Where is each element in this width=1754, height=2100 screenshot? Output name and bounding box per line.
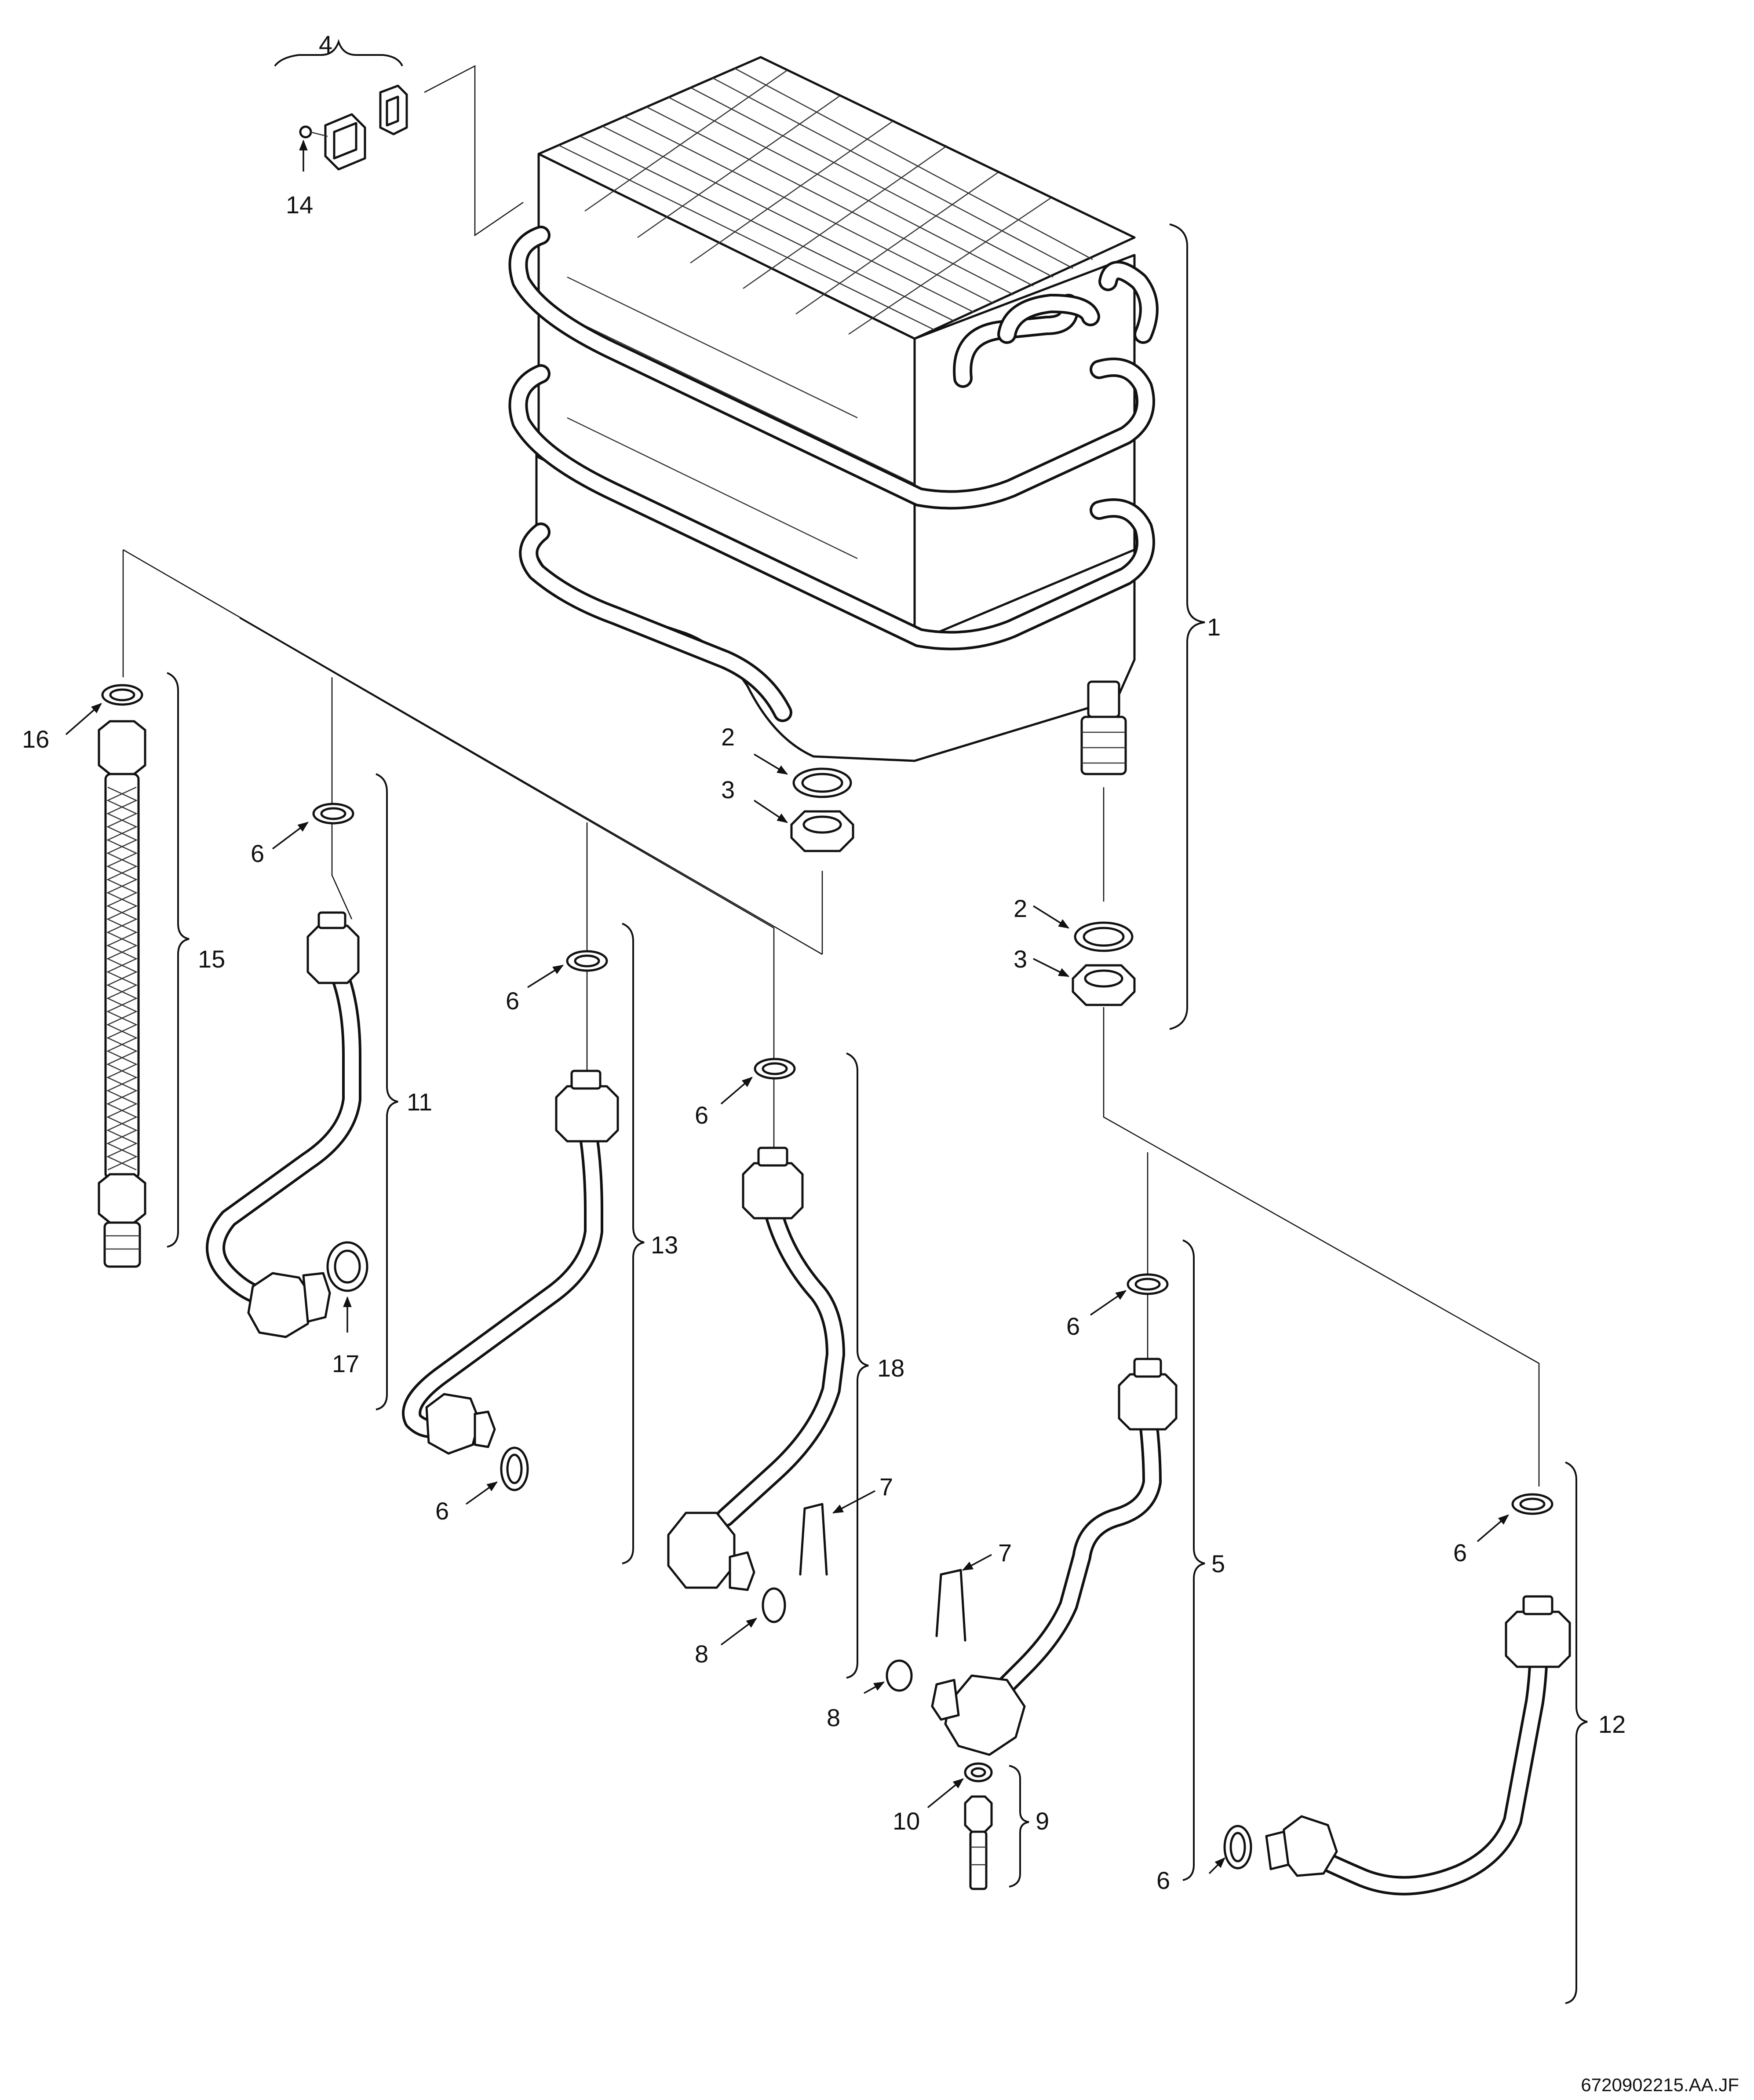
hose-braid bbox=[106, 786, 138, 1171]
label-5: 5 bbox=[1211, 1550, 1225, 1578]
label-3a: 3 bbox=[721, 776, 735, 803]
gaskets bbox=[312, 767, 1553, 1515]
part-labels: 1 2 3 2 3 4 5 6 6 6 6 6 6 6 7 7 8 8 9 10… bbox=[22, 30, 1626, 1894]
label-8b: 8 bbox=[827, 1704, 840, 1731]
label-10: 10 bbox=[893, 1807, 920, 1835]
label-6a: 6 bbox=[251, 840, 264, 867]
label-2b: 2 bbox=[1014, 895, 1027, 922]
label-7b: 7 bbox=[998, 1539, 1012, 1567]
label-15: 15 bbox=[198, 945, 225, 973]
sensor-clip-assembly bbox=[299, 84, 408, 171]
pipe-18 bbox=[667, 1147, 845, 1591]
flexible-hose bbox=[98, 684, 146, 1268]
label-2a: 2 bbox=[721, 723, 735, 751]
label-17: 17 bbox=[332, 1350, 359, 1377]
heat-exchanger-fins bbox=[558, 67, 1093, 335]
label-1: 1 bbox=[1207, 613, 1221, 641]
label-8a: 8 bbox=[695, 1640, 708, 1668]
pipe-13 bbox=[402, 1070, 619, 1455]
o-ring-8a bbox=[762, 1587, 786, 1623]
label-9: 9 bbox=[1036, 1807, 1049, 1835]
pipe-12 bbox=[1265, 1595, 1571, 1895]
label-18: 18 bbox=[877, 1354, 904, 1382]
heat-exchanger bbox=[508, 56, 1159, 775]
label-3b: 3 bbox=[1014, 945, 1027, 973]
label-12: 12 bbox=[1598, 1710, 1626, 1738]
label-16: 16 bbox=[22, 725, 49, 753]
label-6g: 6 bbox=[1156, 1866, 1170, 1894]
clip-7a bbox=[799, 1503, 828, 1576]
label-6d: 6 bbox=[1066, 1312, 1080, 1340]
drain-plug bbox=[964, 1762, 993, 1890]
label-6e: 6 bbox=[1453, 1539, 1467, 1567]
leader-lines bbox=[122, 65, 1540, 1486]
brackets bbox=[167, 39, 1588, 2004]
label-6b: 6 bbox=[506, 987, 519, 1015]
gasket-6-pipe12-inner bbox=[1229, 1832, 1246, 1863]
label-11: 11 bbox=[407, 1088, 432, 1116]
o-ring-8b bbox=[886, 1659, 913, 1692]
label-7a: 7 bbox=[879, 1473, 893, 1501]
sealing-washer-17-inner bbox=[334, 1249, 361, 1284]
pipe-5 bbox=[931, 1358, 1178, 1756]
label-14: 14 bbox=[286, 191, 313, 219]
clip-7b bbox=[935, 1569, 966, 1642]
label-4: 4 bbox=[319, 30, 332, 58]
label-6f: 6 bbox=[435, 1497, 449, 1525]
pipe-11 bbox=[206, 911, 361, 1338]
label-6c: 6 bbox=[695, 1101, 708, 1129]
label-13: 13 bbox=[651, 1231, 678, 1259]
pointer-arrows bbox=[65, 139, 1509, 1874]
drawing-reference: 6720902215.AA.JF bbox=[1581, 2074, 1739, 2095]
